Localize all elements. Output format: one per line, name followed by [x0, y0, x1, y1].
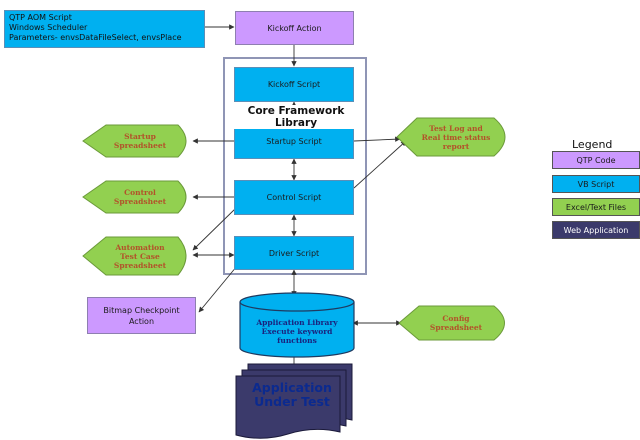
control-spreadsheet-label: Control Spreadsheet [113, 188, 167, 206]
automation-spreadsheet-label: Automation Test Case Spreadsheet [113, 242, 167, 270]
config-spreadsheet-label: Config Spreadsheet [429, 314, 483, 332]
application-under-test-shape [235, 363, 353, 439]
test-log-label: Test Log and Real time status report [421, 123, 491, 151]
control-spreadsheet-shape [82, 180, 187, 214]
connector-startup-testlog [353, 136, 401, 142]
core-framework-label: Core Framework Library [230, 105, 362, 129]
legend-item: Excel/Text Files [552, 198, 640, 216]
connector-control-testlog [353, 140, 407, 189]
application-under-test-label: Application Under Test [252, 380, 332, 409]
application-library-label: Application Library Execute keyword func… [256, 318, 338, 345]
automation-spreadsheet-shape [82, 236, 187, 276]
kickoff-action-box: Kickoff Action [235, 11, 354, 45]
application-library-cylinder [239, 292, 355, 358]
connectors [192, 24, 407, 373]
legend-item: Web Application [552, 221, 640, 239]
legend-item: VB Script [552, 175, 640, 193]
bitmap-checkpoint-box: Bitmap Checkpoint Action [87, 297, 196, 334]
driver-script-box: Driver Script [234, 236, 354, 270]
legend-item: QTP Code [552, 151, 640, 169]
connector-control-automation [192, 207, 237, 251]
connector-driver-bitmap [198, 265, 238, 313]
legend-title: Legend [572, 138, 613, 151]
control-script-box: Control Script [234, 180, 354, 215]
startup-spreadsheet-label: Startup Spreadsheet [113, 132, 167, 150]
test-log-shape [396, 117, 506, 157]
kickoff-script-box: Kickoff Script [234, 67, 354, 102]
config-spreadsheet-shape [398, 305, 505, 341]
startup-script-box: Startup Script [234, 124, 354, 159]
startup-spreadsheet-shape [82, 124, 187, 158]
qtp-aom-note: QTP AOM Script Windows Scheduler Paramet… [4, 10, 205, 48]
